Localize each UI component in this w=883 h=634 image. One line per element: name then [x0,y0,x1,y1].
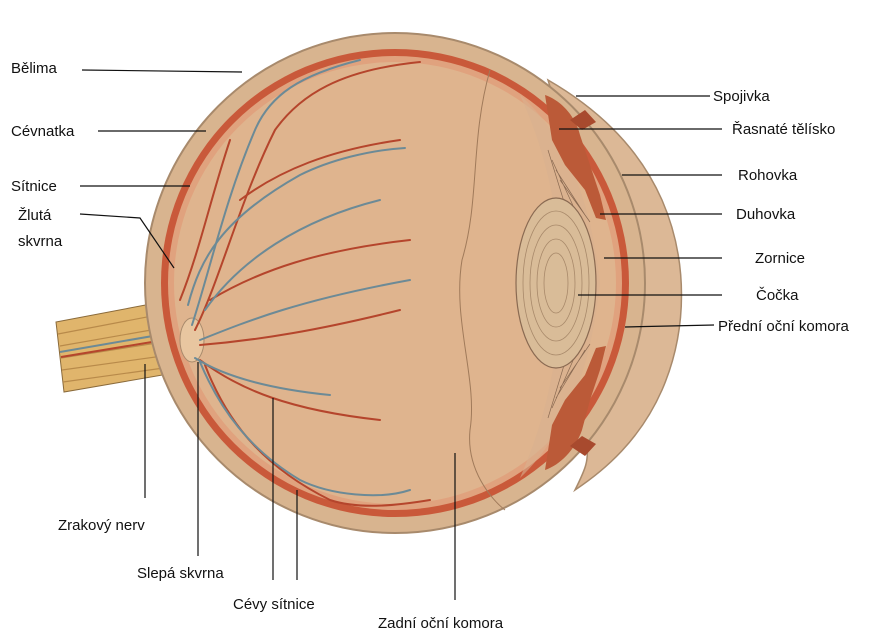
label-iris: Duhovka [736,206,796,223]
label-retinal-vessels: Cévy sítnice [233,596,315,613]
label-ciliary-body: Řasnaté tělísko [732,121,835,138]
label-pupil: Zornice [755,250,805,267]
label-blind-spot: Slepá skvrna [137,565,224,582]
label-optic-nerve: Zrakový nerv [58,517,145,534]
label-cornea: Rohovka [738,167,798,184]
label-vitreous-chamber: Zadní oční komora [378,615,504,632]
label-retina: Sítnice [11,178,57,195]
lens-shape [516,198,596,368]
label-choroid: Cévnatka [11,123,75,140]
label-anterior-chamber: Přední oční komora [718,318,850,335]
label-conjunctiva: Spojivka [713,88,770,105]
label-macula-line2: skvrna [18,233,63,250]
label-macula-line1: Žlutá [18,207,52,224]
label-lens: Čočka [756,287,799,304]
label-sclera: Bělima [11,60,58,77]
